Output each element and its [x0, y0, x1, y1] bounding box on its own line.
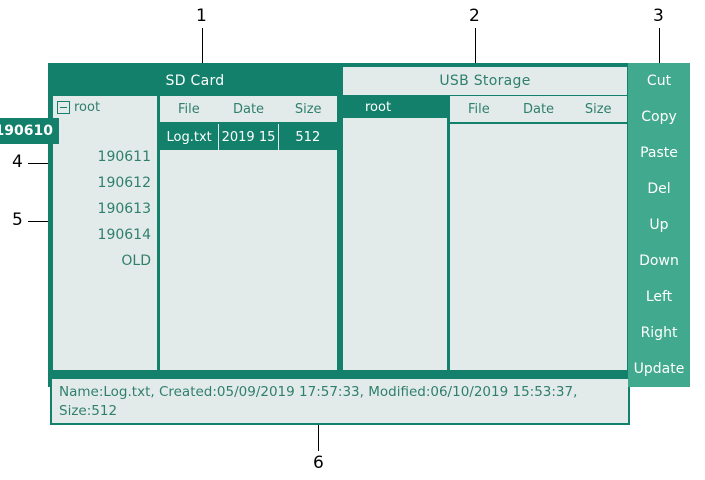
usb-storage-pane: USB Storage root File Date	[340, 65, 630, 373]
usb-storage-tree: root	[343, 96, 447, 370]
sd-card-tree-item-old[interactable]: OLD	[53, 248, 157, 274]
sd-card-file-row[interactable]: Log.txt 2019 15 512	[160, 124, 337, 150]
storage-panes: SD Card root 190610 190611 190612 190613	[0, 65, 630, 373]
minus-box-icon[interactable]	[57, 100, 70, 114]
sd-card-tree-children: 190610 190611 190612 190613 190614 OLD	[0, 118, 157, 370]
usb-storage-tree-root-label: root	[365, 99, 392, 115]
callout-number-5: 5	[12, 210, 23, 230]
sd-card-tree-empty-space	[53, 274, 157, 370]
usb-storage-tree-empty-space	[343, 118, 447, 370]
sd-card-tree-item-190610[interactable]: 190610	[0, 118, 59, 144]
up-button[interactable]: Up	[649, 217, 669, 233]
left-button[interactable]: Left	[645, 289, 673, 305]
usb-storage-file-list-empty-space	[450, 124, 627, 370]
usb-storage-tree-children	[343, 118, 447, 370]
sd-card-tree-item-190612[interactable]: 190612	[53, 170, 157, 196]
sd-card-columns: root 190610 190611 190612 190613 190614 …	[0, 96, 340, 373]
copy-button[interactable]: Copy	[641, 109, 677, 125]
sd-card-column-date[interactable]: Date	[220, 96, 280, 122]
right-button[interactable]: Right	[640, 325, 678, 341]
callout-number-3: 3	[653, 6, 664, 26]
usb-storage-column-size[interactable]: Size	[584, 101, 612, 117]
sd-card-file-list: File Date Size Log.txt 2019 15 512	[160, 96, 337, 370]
callout-leader-2	[475, 28, 476, 66]
file-manager-window: SD Card root 190610 190611 190612 190613	[0, 63, 690, 425]
update-button[interactable]: Update	[633, 361, 685, 377]
sd-card-tree-item-190614[interactable]: 190614	[53, 222, 157, 248]
callout-leader-4	[28, 163, 66, 164]
callout-leader-3	[659, 28, 660, 66]
sd-card-tree-item-190611[interactable]: 190611	[53, 144, 157, 170]
sd-card-tree-root-label: root	[74, 99, 101, 115]
usb-storage-columns: root File Date Size	[340, 96, 630, 373]
sd-card-pane: SD Card root 190610 190611 190612 190613	[0, 65, 340, 373]
sd-card-title-tab[interactable]: SD Card	[53, 67, 337, 95]
status-bar: Name:Log.txt, Created:05/09/2019 17:57:3…	[50, 377, 630, 425]
usb-storage-column-date[interactable]: Date	[510, 96, 570, 122]
action-button-rail: Cut Copy Paste Del Up Down Left Right Up…	[628, 63, 690, 387]
paste-button[interactable]: Paste	[640, 145, 678, 161]
sd-card-tree-item-190613[interactable]: 190613	[53, 196, 157, 222]
usb-storage-tree-root[interactable]: root	[343, 96, 447, 118]
usb-storage-file-list-header: File Date Size	[450, 96, 627, 124]
sd-card-file-list-header: File Date Size	[160, 96, 337, 124]
sd-card-file-list-empty-space	[160, 150, 337, 370]
usb-storage-column-file[interactable]: File	[450, 96, 510, 122]
callout-leader-1	[202, 28, 203, 66]
callout-number-2: 2	[469, 6, 480, 26]
sd-card-file-name: Log.txt	[160, 124, 220, 150]
sd-card-tree-root[interactable]: root	[53, 96, 157, 118]
usb-storage-title-tab[interactable]: USB Storage	[343, 67, 627, 95]
dual-pane-frame: SD Card root 190610 190611 190612 190613	[0, 63, 630, 425]
del-button[interactable]: Del	[647, 181, 671, 197]
sd-card-file-size: 512	[295, 129, 321, 145]
down-button[interactable]: Down	[639, 253, 679, 269]
sd-card-tree: root 190610 190611 190612 190613 190614 …	[0, 96, 157, 370]
callout-number-1: 1	[196, 6, 207, 26]
cut-button[interactable]: Cut	[646, 73, 672, 89]
sd-card-column-size[interactable]: Size	[294, 101, 322, 117]
sd-card-file-date: 2019 15	[219, 124, 279, 150]
callout-leader-6	[318, 408, 319, 451]
sd-card-column-file[interactable]: File	[160, 96, 220, 122]
callout-number-6: 6	[313, 453, 324, 473]
usb-storage-file-list: File Date Size	[450, 96, 627, 370]
callout-number-4: 4	[12, 152, 23, 172]
